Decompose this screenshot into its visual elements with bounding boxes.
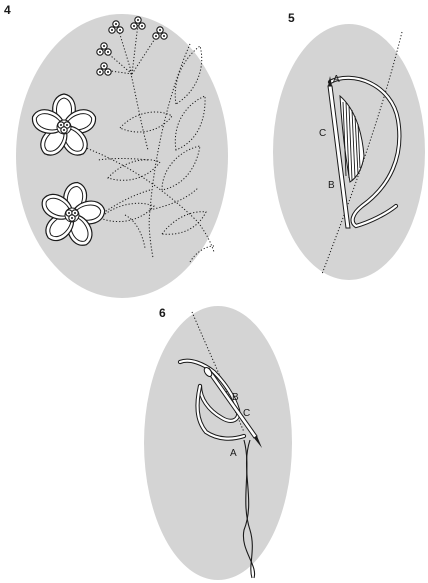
- fabric-oval: [144, 306, 292, 580]
- panel-4: 4: [4, 3, 228, 298]
- point-label-a: A: [230, 448, 237, 459]
- point-label-c: C: [319, 128, 326, 139]
- panel-number: 6: [159, 306, 166, 320]
- point-label-a: A: [333, 74, 340, 85]
- panel-6: 6 B C A: [144, 306, 292, 580]
- point-label-c: C: [243, 408, 250, 419]
- panel-5: 5 A C B: [273, 11, 425, 280]
- fabric-oval: [16, 14, 228, 298]
- panel-number: 5: [288, 11, 295, 25]
- point-label-b: B: [232, 392, 239, 403]
- point-label-b: B: [328, 180, 335, 191]
- panel-number: 4: [4, 3, 11, 17]
